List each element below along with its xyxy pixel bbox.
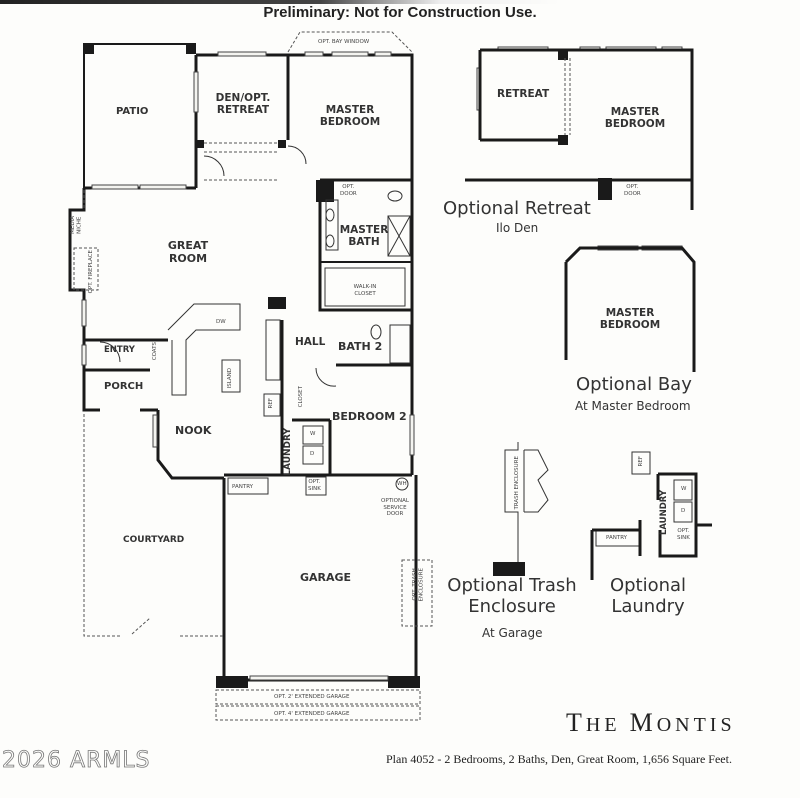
plan-description: Plan 4052 - 2 Bedrooms, 2 Baths, Den, Gr… bbox=[386, 752, 732, 766]
room-bath2: BATH 2 bbox=[338, 340, 383, 353]
room-master-bedroom-label: MASTER BEDROOM bbox=[319, 104, 381, 129]
option-laundry-pantry: PANTRY bbox=[606, 535, 628, 541]
room-master-bedroom: MASTER BEDROOM bbox=[305, 104, 395, 128]
option-laundry-title: Optional Laundry bbox=[604, 575, 692, 617]
room-great-room: GREAT ROOM bbox=[150, 239, 226, 265]
watermark: 2026 ARMLS bbox=[2, 748, 151, 774]
option-laundry-opt-sink: OPT. SINK bbox=[677, 528, 690, 541]
room-bedroom2: BEDROOM 2 bbox=[332, 410, 407, 423]
opt-sink-label: OPT. SINK bbox=[308, 479, 321, 492]
option-bay-subtitle: At Master Bedroom bbox=[575, 399, 691, 413]
room-laundry: LAUNDRY bbox=[283, 428, 293, 476]
island-label: ISLAND bbox=[227, 368, 233, 389]
option-trash-subtitle: At Garage bbox=[482, 626, 543, 640]
closet-label: CLOSET bbox=[298, 386, 304, 408]
option-laundry-room: LAUNDRY bbox=[659, 490, 669, 536]
media-niche-label: MEDIA NICHE bbox=[70, 216, 83, 234]
room-master-bath: MASTER BATH bbox=[336, 224, 392, 248]
opt-bay-window-label: OPT. BAY WINDOW bbox=[318, 39, 370, 45]
room-porch: PORCH bbox=[104, 381, 144, 392]
option-retreat-room: RETREAT bbox=[497, 88, 550, 100]
option-trash-title: Optional Trash Enclosure bbox=[446, 575, 578, 617]
option-retreat-master-label: MASTER BEDROOM bbox=[604, 106, 666, 131]
brand-name: THE MONTIS bbox=[566, 708, 736, 737]
walk-in-closet-label: WALK-IN CLOSET bbox=[353, 284, 377, 297]
room-den-label: DEN/OPT. RETREAT bbox=[215, 92, 271, 117]
room-courtyard: COURTYARD bbox=[123, 535, 185, 545]
option-laundry-dryer: D bbox=[681, 508, 686, 514]
washer-label: W bbox=[310, 431, 316, 437]
water-heater-label: WH bbox=[397, 481, 407, 487]
room-den: DEN/OPT. RETREAT bbox=[205, 92, 281, 116]
opt-fireplace-label: OPT. FIREPLACE bbox=[88, 250, 94, 294]
room-entry: ENTRY bbox=[104, 345, 135, 355]
room-garage: GARAGE bbox=[300, 571, 352, 584]
option-retreat-title: Optional Retreat bbox=[443, 198, 591, 219]
optional-service-door-label: OPTIONAL SERVICE DOOR bbox=[381, 498, 409, 518]
option-retreat-master: MASTER BEDROOM bbox=[590, 106, 680, 130]
option-retreat-opt-door: OPT. DOOR bbox=[624, 184, 641, 197]
option-laundry-washer: W bbox=[681, 486, 687, 492]
opt-2-extended-garage-label: OPT. 2' EXTENDED GARAGE bbox=[274, 694, 350, 700]
option-bay-title: Optional Bay bbox=[576, 374, 692, 395]
pantry-label: PANTRY bbox=[232, 484, 254, 490]
option-laundry-ref: REF bbox=[638, 456, 644, 467]
opt-door-label: OPT. DOOR bbox=[340, 184, 357, 197]
ref-label: REF bbox=[268, 398, 274, 409]
page-title: Preliminary: Not for Construction Use. bbox=[263, 4, 537, 21]
dryer-label: D bbox=[310, 451, 315, 457]
room-nook: NOOK bbox=[175, 424, 212, 437]
opt-trash-enclosure-label: OPT. TRASH ENCLOSURE bbox=[412, 568, 425, 602]
room-great-room-label: GREAT ROOM bbox=[167, 239, 209, 265]
option-bay-room-label: MASTER BEDROOM bbox=[599, 307, 661, 332]
top-scan-edge bbox=[0, 0, 800, 4]
option-bay-room: MASTER BEDROOM bbox=[588, 307, 672, 331]
coats-label: COATS bbox=[152, 342, 158, 361]
option-retreat-subtitle: Ilo Den bbox=[496, 221, 539, 235]
room-master-bath-label: MASTER BATH bbox=[339, 224, 389, 249]
option-laundry-title-text: Optional Laundry bbox=[609, 575, 687, 617]
opt-4-extended-garage-label: OPT. 4' EXTENDED GARAGE bbox=[274, 711, 350, 717]
option-trash-label: TRASH ENCLOSURE bbox=[514, 456, 520, 510]
room-hall: HALL bbox=[295, 336, 326, 348]
room-patio: PATIO bbox=[116, 106, 149, 117]
dw-label: DW bbox=[216, 319, 226, 325]
option-trash-title-text: Optional Trash Enclosure bbox=[447, 575, 577, 617]
